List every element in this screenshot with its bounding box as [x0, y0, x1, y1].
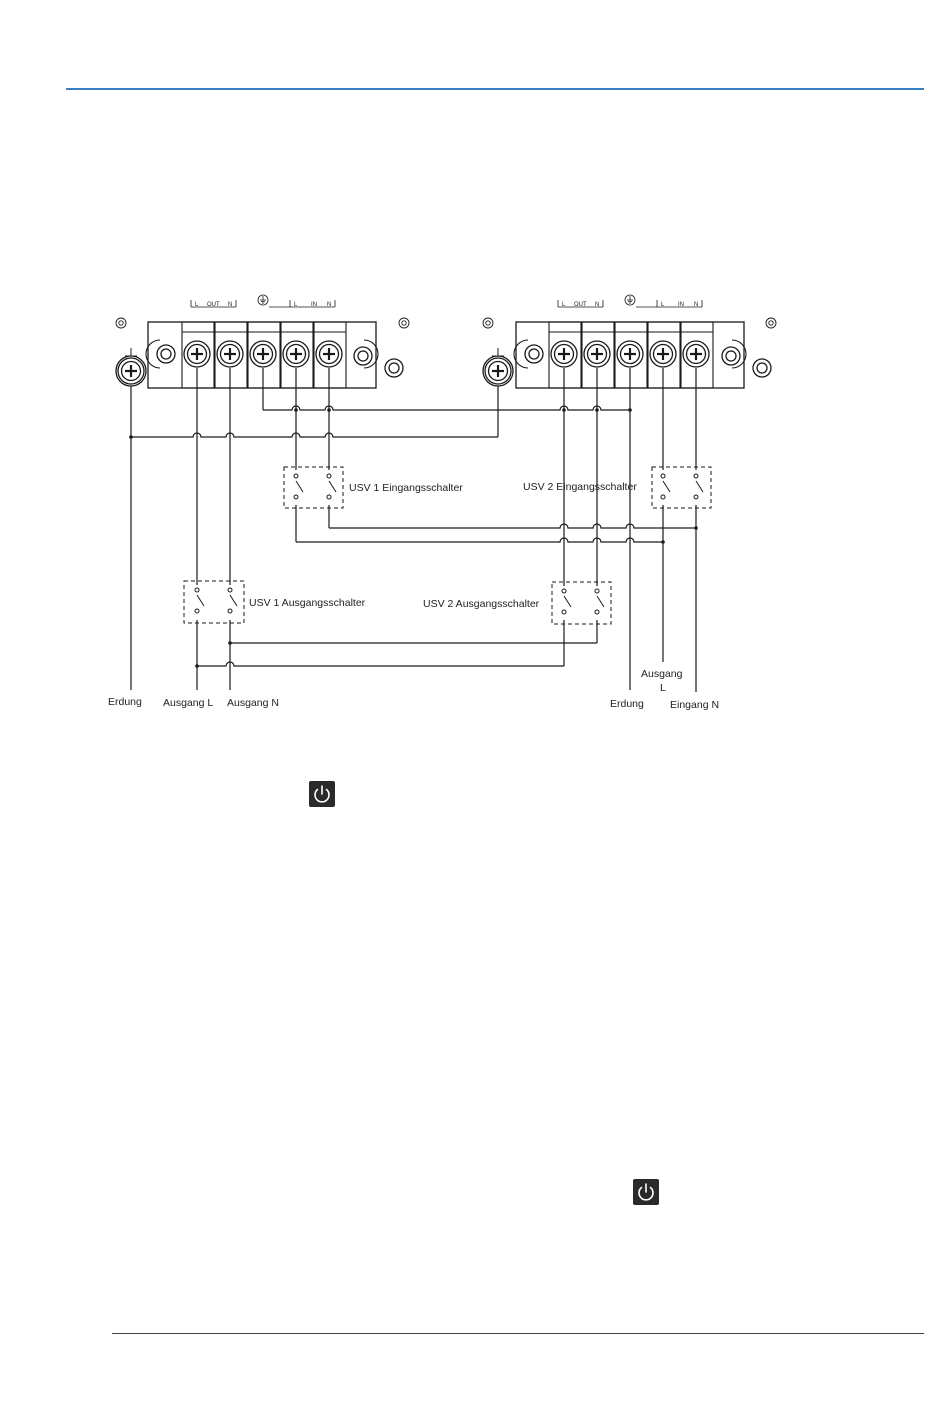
mounting-hole-icon	[753, 359, 771, 377]
out-title-label: OUT	[574, 302, 587, 308]
screw-terminal-icon	[184, 341, 210, 367]
ups2-input-switch-label: USV 2 Eingangsschalter	[523, 481, 637, 493]
ups1-output-switch	[184, 581, 244, 623]
screw-terminal-icon	[250, 341, 276, 367]
ground-icon	[625, 295, 635, 305]
ground-mark-icon	[399, 318, 409, 328]
right-ground-label: Erdung	[610, 698, 644, 710]
in-title-label: IN	[311, 302, 317, 308]
screw-terminal-icon	[316, 341, 342, 367]
out-n-label: N	[228, 302, 232, 308]
ground-mark-icon	[116, 318, 126, 328]
out-title-label: OUT	[207, 302, 220, 308]
ups2-output-switch-label: USV 2 Ausgangsschalter	[423, 598, 540, 610]
left-ground-label: Erdung	[108, 696, 142, 708]
mounting-hole-icon	[385, 359, 403, 377]
screw-terminal-icon	[650, 341, 676, 367]
ground-screw-icon	[485, 358, 511, 384]
ground-mark-icon	[766, 318, 776, 328]
screw-terminal-icon	[683, 341, 709, 367]
mounting-hole-icon	[354, 347, 372, 365]
screw-terminal-icon	[551, 341, 577, 367]
mounting-hole-icon	[722, 347, 740, 365]
ground-screw-icon	[118, 358, 144, 384]
ups1-input-switch-label: USV 1 Eingangsschalter	[349, 482, 463, 494]
right-input-n-label: Eingang N	[670, 699, 719, 711]
wiring	[129, 368, 698, 692]
right-output-l-label: Ausgang	[641, 668, 683, 680]
screw-terminal-icon	[217, 341, 243, 367]
in-n-label: N	[327, 302, 331, 308]
power-icon	[633, 1179, 659, 1205]
in-n-label: N	[694, 302, 698, 308]
right-output-l-label-line2: L	[660, 682, 666, 694]
ups1-output-switch-label: USV 1 Ausgangsschalter	[249, 597, 366, 609]
ups1-input-switch	[284, 467, 343, 508]
in-title-label: IN	[678, 302, 684, 308]
ups2-output-switch	[552, 582, 611, 624]
ground-icon	[258, 295, 268, 305]
mounting-hole-icon	[525, 345, 543, 363]
footer-rule	[112, 1333, 924, 1334]
out-n-label: N	[595, 302, 599, 308]
screw-terminal-icon	[584, 341, 610, 367]
screw-terminal-icon	[283, 341, 309, 367]
left-output-n-label: Ausgang N	[227, 697, 279, 709]
screw-terminal-icon	[617, 341, 643, 367]
power-icon	[309, 781, 335, 807]
ground-mark-icon	[483, 318, 493, 328]
left-output-l-label: Ausgang L	[163, 697, 213, 709]
ups2-input-switch	[652, 467, 711, 508]
mounting-hole-icon	[157, 345, 175, 363]
